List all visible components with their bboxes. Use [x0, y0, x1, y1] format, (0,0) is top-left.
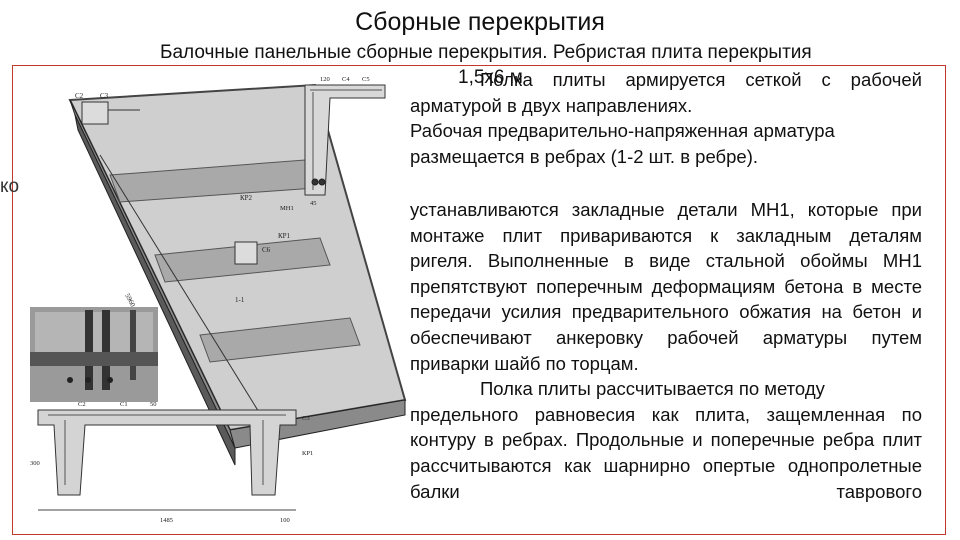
side-text-fragment: ко: [0, 176, 20, 197]
drawing-label: МН1: [280, 205, 294, 212]
drawing-label: С1: [120, 401, 128, 408]
drawing-label: КР1: [278, 232, 291, 240]
drawing-label: С2: [78, 401, 86, 408]
drawing-label: 45: [310, 200, 317, 207]
overlap-fragment: 1,5х6 м: [458, 67, 523, 88]
block-reinforcement: Полка плиты армируется сеткой с рабочей …: [410, 67, 922, 169]
text-line: арматурой в двух направлениях.: [410, 94, 693, 116]
paragraph-mn1: устанавливаются закладные детали МН1, ко…: [410, 199, 922, 374]
drawing-label: С3: [302, 415, 310, 422]
page-title: Сборные перекрытия: [355, 8, 605, 36]
drawing-label: С4: [342, 76, 350, 83]
slab-drawing: С3 С2 КР2 С6 КР1 1-1 5960 120 С4 С5 МН1 …: [30, 76, 407, 524]
drawing-label: С6: [262, 246, 271, 254]
text-line: размещается в ребрах (1-2 шт. в ребре).: [410, 145, 759, 167]
drawing-label: 1485: [160, 517, 173, 524]
top-section: [304, 84, 386, 196]
block-details: устанавливаются закладные детали МН1, ко…: [410, 197, 922, 504]
paragraph-calc-rest: предельного равновесия как плита, защемл…: [410, 403, 922, 502]
paragraph-calc-first-line: Полка плиты рассчитывается по методу: [480, 378, 825, 400]
isometric-slab: [68, 83, 407, 466]
text-line: Полка плиты армируется сеткой с рабочей: [480, 69, 922, 90]
page-subtitle: Балочные панельные сборные перекрытия. Р…: [160, 42, 812, 63]
drawing-label: С5: [362, 76, 370, 83]
drawing-label: КР1: [302, 450, 313, 457]
drawing-label: 100: [280, 517, 290, 524]
text-line: Рабочая предварительно-напряженная армат…: [410, 120, 835, 142]
drawing-label: 50: [150, 401, 157, 408]
drawing-label: 5960: [123, 292, 137, 309]
photo-detail: [30, 307, 158, 402]
bottom-section: [37, 409, 297, 511]
drawing-label: 300: [30, 460, 40, 467]
drawing-label: С2: [75, 92, 84, 100]
drawing-label: С3: [100, 92, 109, 100]
drawing-label: КР2: [240, 194, 253, 202]
drawing-label: 120: [320, 76, 330, 83]
red-frame: [12, 65, 946, 535]
drawing-label: 1-1: [235, 296, 245, 304]
